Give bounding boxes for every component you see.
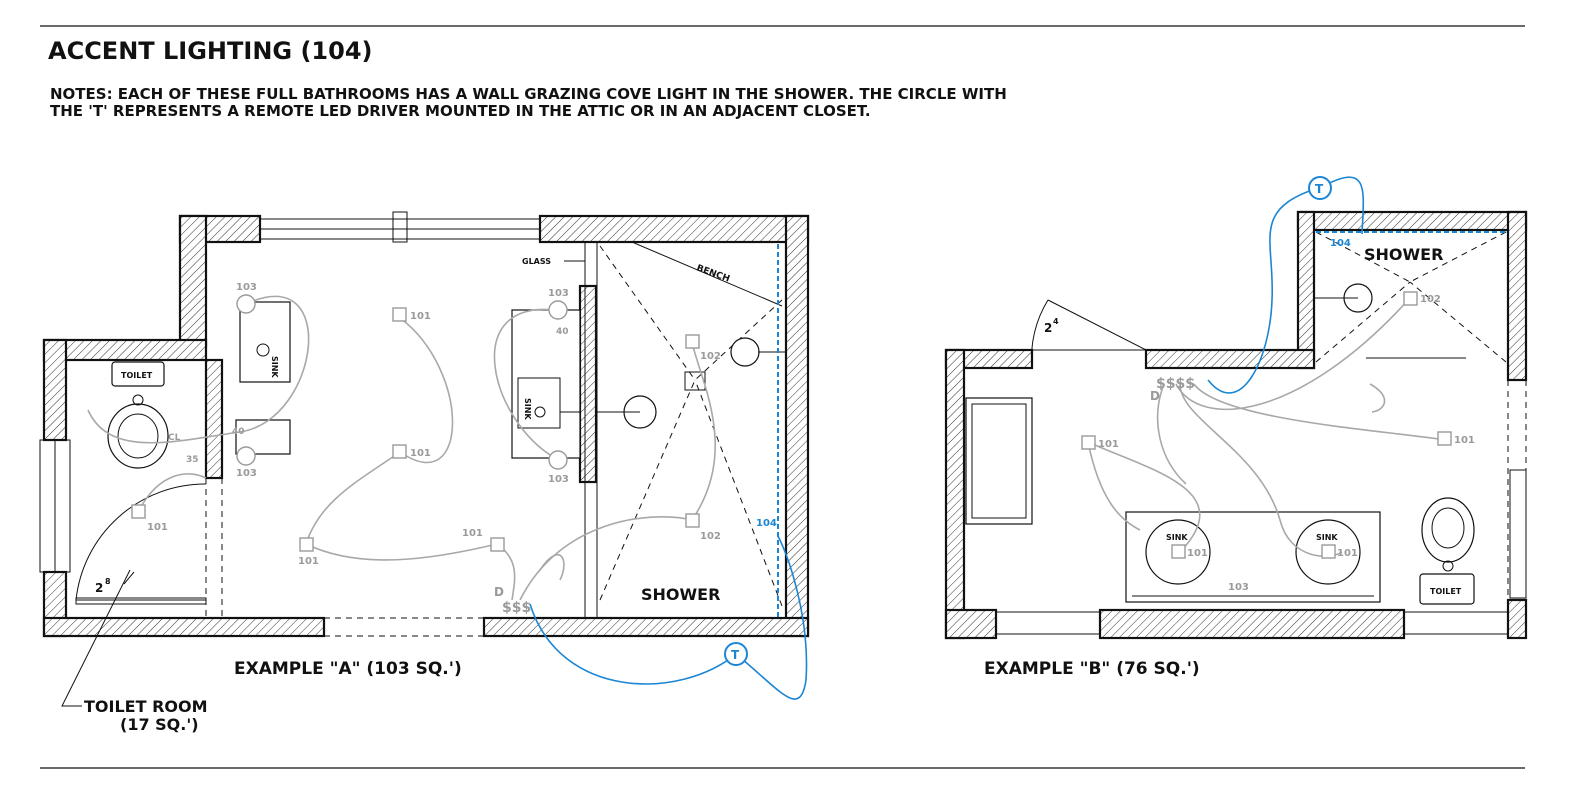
accent-wire-b-2: [1319, 176, 1365, 235]
vanity-a-2: [511, 309, 581, 459]
svg-text:102: 102: [700, 351, 721, 362]
notes-line-1: NOTES: EACH OF THESE FULL BATHROOMS HAS …: [50, 85, 1007, 103]
switches-a: $$$: [502, 600, 531, 616]
accent-wire-a-2: [735, 535, 808, 700]
svg-text:40: 40: [232, 427, 245, 437]
svg-text:104: 104: [756, 518, 777, 529]
bench-label: BENCH: [695, 263, 731, 284]
cabinet-b: [965, 397, 1033, 525]
shower-label-a: SHOWER: [641, 585, 720, 604]
toilet-tank: [111, 361, 165, 387]
door-size-b: 2: [1044, 321, 1052, 335]
caption-b: EXAMPLE "B" (76 SQ.'): [984, 659, 1200, 679]
shower-a: BENCH GLASS SHOWER: [522, 241, 786, 618]
svg-text:101: 101: [410, 311, 431, 322]
svg-text:104: 104: [1330, 238, 1351, 249]
svg-text:101: 101: [1098, 439, 1119, 450]
svg-text:SINK: SINK: [1166, 533, 1188, 542]
svg-text:101: 101: [462, 528, 483, 539]
svg-text:101: 101: [410, 448, 431, 459]
svg-text:103: 103: [548, 474, 569, 485]
svg-text:CL: CL: [168, 433, 181, 443]
svg-text:D: D: [494, 585, 504, 599]
sheet-title: ACCENT LIGHTING (104): [48, 37, 373, 65]
example-b-plan: 2 4 SHOWER SINK SINK TOILET: [944, 176, 1528, 679]
switches-b: $$$$: [1156, 376, 1195, 392]
circuits-b: [1087, 297, 1447, 557]
toilet-label-a: TOILET: [121, 371, 153, 380]
svg-text:TOILET: TOILET: [1430, 587, 1462, 596]
svg-text:101: 101: [1337, 548, 1358, 559]
svg-text:101: 101: [1454, 435, 1475, 446]
shower-b: SHOWER: [1314, 231, 1507, 363]
led-driver-icon-a: [724, 642, 748, 666]
sink-label-a-2: SINK: [523, 398, 532, 420]
toilet-room-callout-2: (17 SQ.'): [120, 715, 199, 734]
toilet-door-size-sup: 8: [105, 577, 111, 586]
svg-text:102: 102: [1420, 294, 1441, 305]
fixture-tags-b: 101 101 101 101 102 103 D $$$$: [1081, 291, 1475, 593]
glass-label: GLASS: [522, 257, 551, 266]
example-a-plan: 2 8 TOILET SINK SINK BE: [39, 211, 810, 734]
sink-label-a-1: SINK: [270, 356, 279, 378]
vanity-a-1: [239, 301, 291, 383]
svg-text:101: 101: [298, 556, 319, 567]
accent-wire-a-1: [529, 603, 737, 685]
svg-text:103: 103: [236, 282, 257, 293]
svg-text:T: T: [1315, 182, 1324, 196]
led-driver-icon-b: [1308, 176, 1332, 200]
svg-text:103: 103: [548, 288, 569, 299]
svg-text:102: 102: [700, 531, 721, 542]
svg-text:103: 103: [236, 468, 257, 479]
shower-label-b: SHOWER: [1364, 245, 1443, 264]
svg-text:101: 101: [1187, 548, 1208, 559]
toilet-bowl: [107, 403, 169, 469]
toilet-room-callout-1: TOILET ROOM: [84, 697, 208, 716]
accent-wire-b-1: [1207, 187, 1319, 394]
toilet-door-size: 2: [95, 581, 103, 595]
svg-text:101: 101: [147, 522, 168, 533]
caption-a: EXAMPLE "A" (103 SQ.'): [234, 659, 462, 679]
door-size-b-sup: 4: [1053, 317, 1059, 326]
svg-text:35: 35: [186, 455, 199, 465]
svg-text:SINK: SINK: [1316, 533, 1338, 542]
svg-text:T: T: [731, 648, 740, 662]
notes-line-2: THE 'T' REPRESENTS A REMOTE LED DRIVER M…: [50, 102, 871, 120]
svg-text:40: 40: [556, 327, 569, 337]
toilet-bowl-b: [1421, 497, 1475, 563]
svg-text:103: 103: [1228, 582, 1249, 593]
fixture-tags-a: 103 103 103 103 101 101 101 101 101 102 …: [131, 282, 721, 616]
svg-text:D: D: [1150, 389, 1160, 403]
